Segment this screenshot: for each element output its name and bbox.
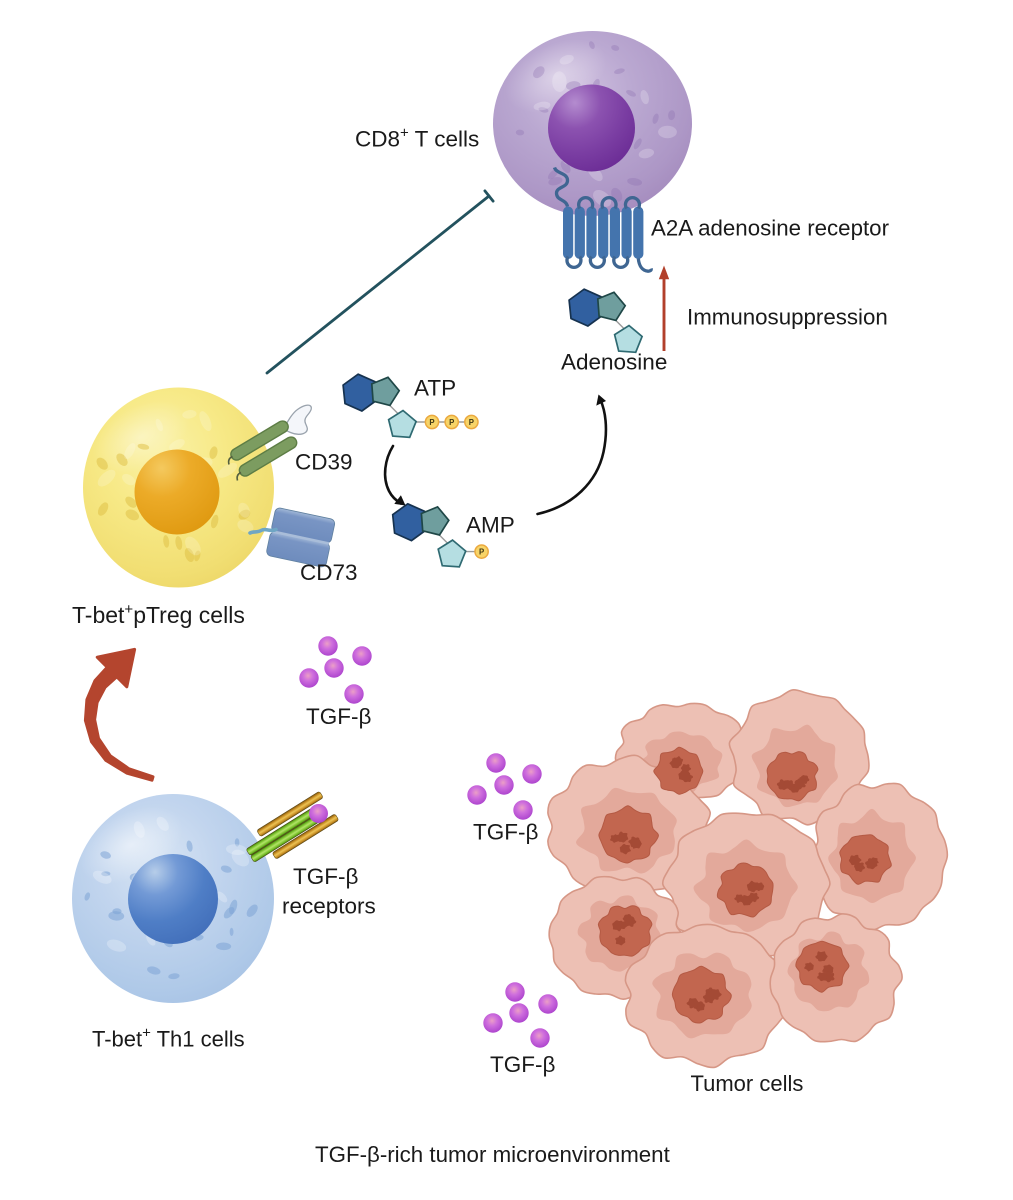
svg-text:TGF-β-rich tumor microenvironm: TGF-β-rich tumor microenvironment (315, 1142, 671, 1167)
svg-text:TGF-β: TGF-β (473, 820, 538, 845)
svg-text:TGF-β: TGF-β (306, 704, 371, 729)
svg-text:T-bet+ Th1 cells: T-bet+ Th1 cells (92, 1025, 245, 1052)
svg-text:Immunosuppression: Immunosuppression (687, 305, 888, 330)
svg-text:P: P (429, 418, 434, 427)
svg-text:AMP: AMP (466, 513, 515, 538)
svg-text:TGF-β: TGF-β (293, 864, 358, 889)
svg-text:CD73: CD73 (300, 560, 358, 585)
svg-text:TGF-β: TGF-β (490, 1052, 555, 1077)
svg-text:T-bet+pTreg cells: T-bet+pTreg cells (72, 601, 245, 628)
svg-text:A2A adenosine receptor: A2A adenosine receptor (651, 216, 890, 241)
svg-text:P: P (469, 418, 474, 427)
svg-text:CD8+ T cells: CD8+ T cells (355, 125, 479, 152)
svg-text:CD39: CD39 (295, 450, 353, 475)
svg-text:ATP: ATP (414, 376, 456, 401)
svg-text:P: P (479, 548, 484, 557)
svg-text:P: P (449, 418, 454, 427)
svg-text:Tumor cells: Tumor cells (691, 1071, 804, 1096)
svg-text:Adenosine: Adenosine (561, 350, 667, 375)
svg-text:receptors: receptors (282, 894, 376, 919)
